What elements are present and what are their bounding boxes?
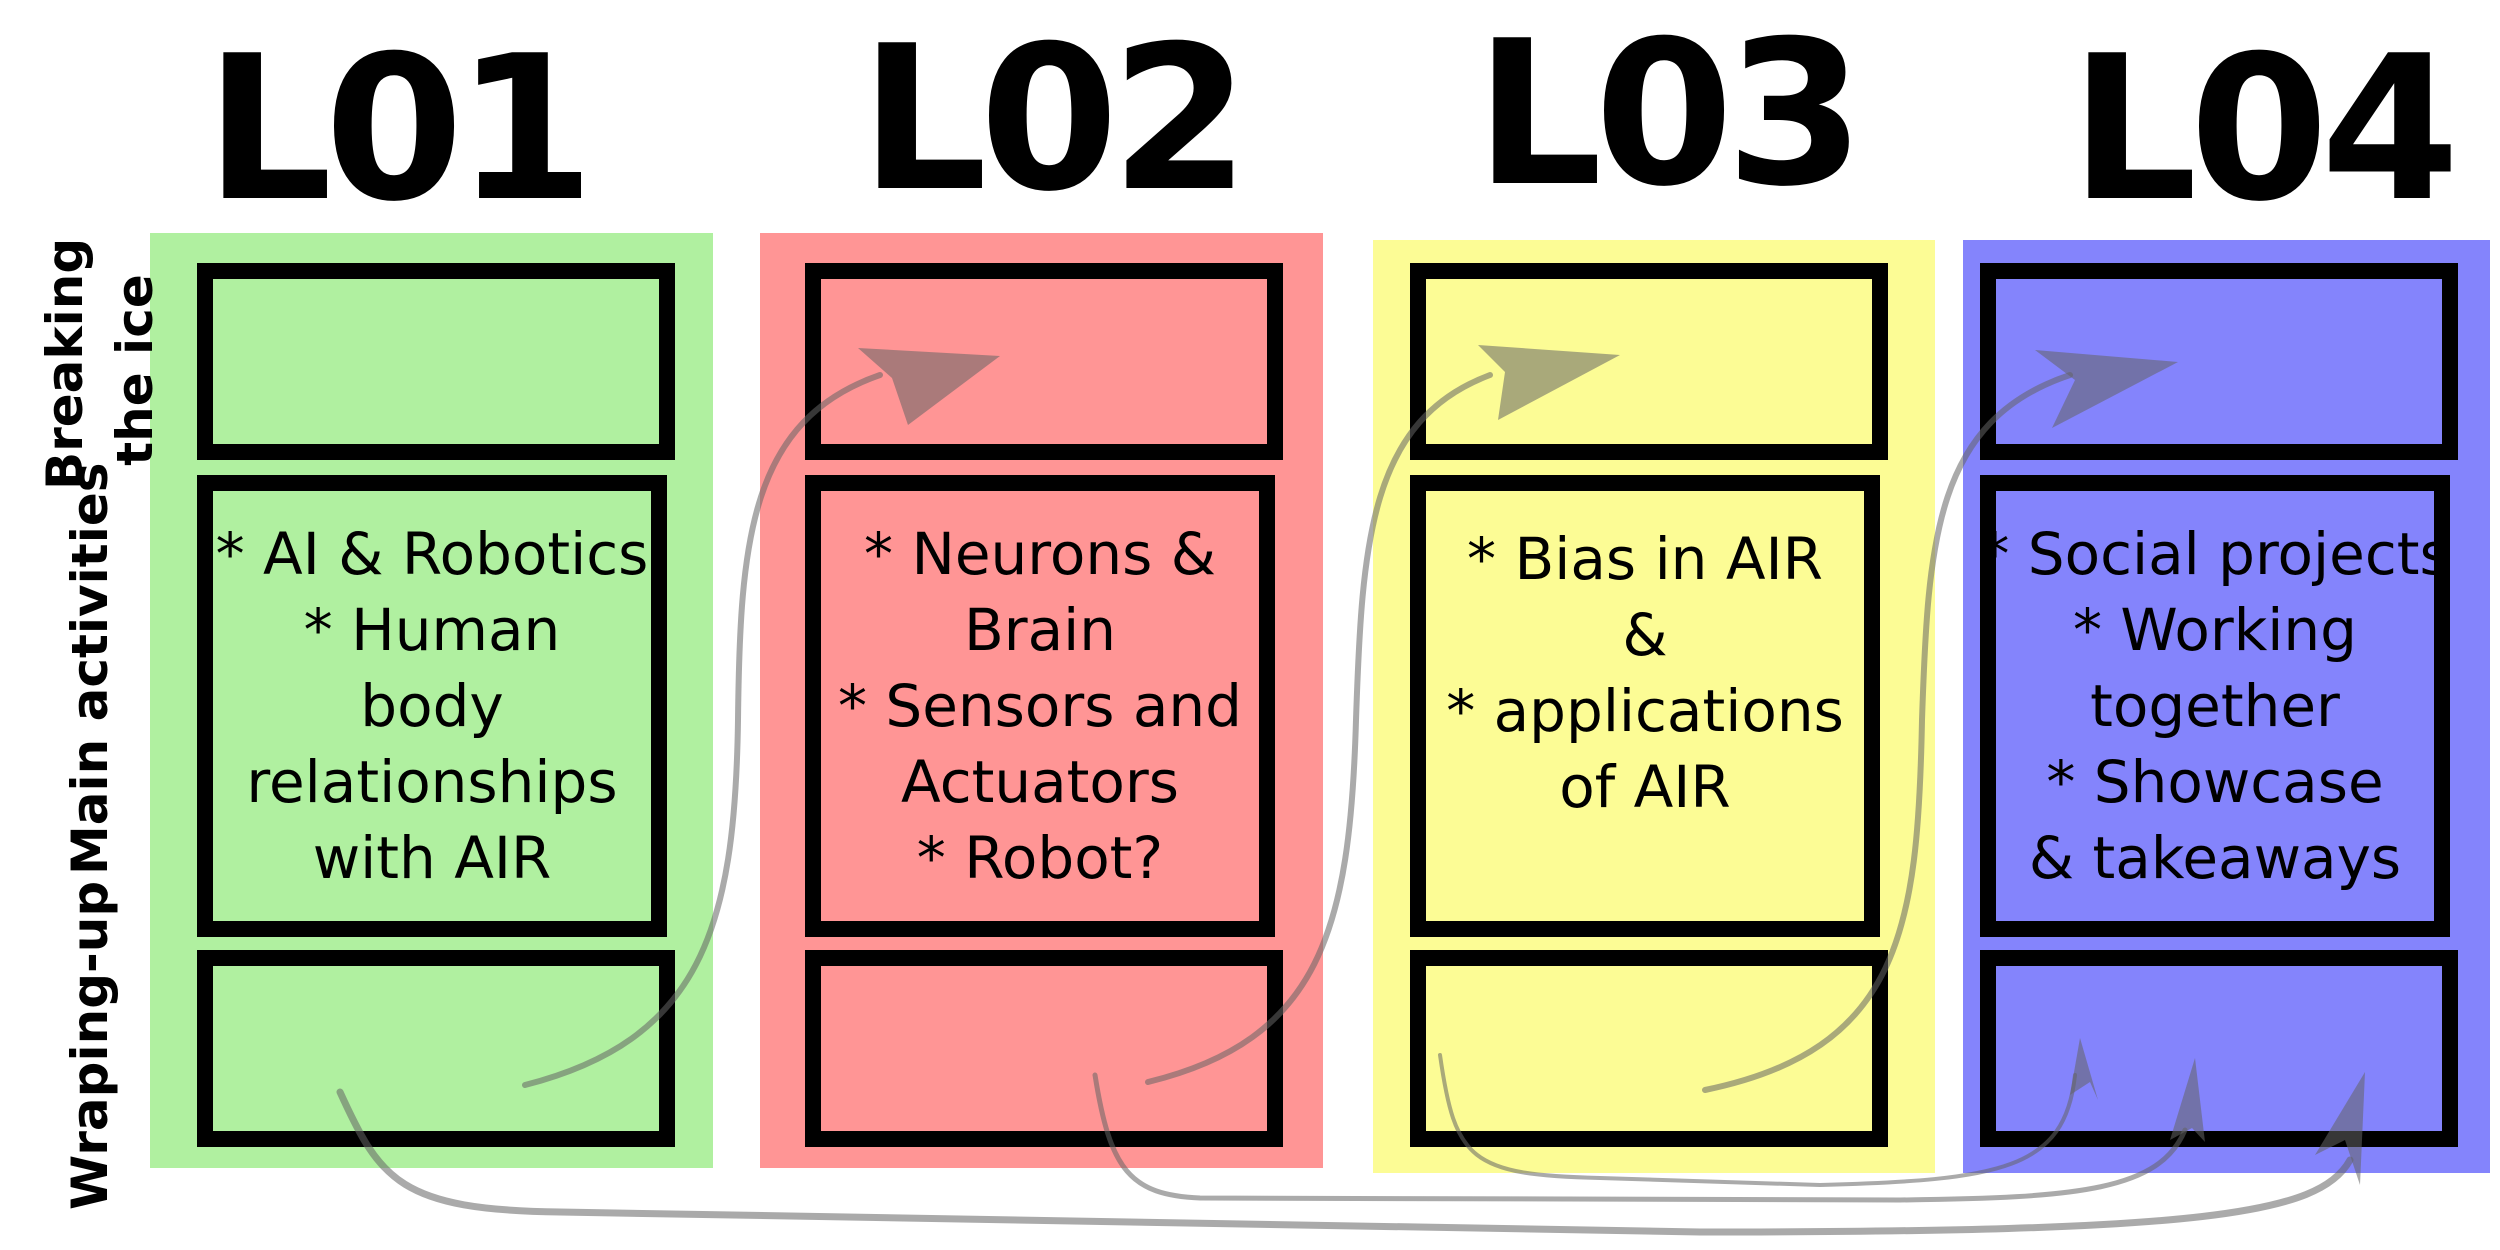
l03-breaking-ice-box	[1410, 263, 1888, 460]
arrow-l01-to-l04-wrapup	[336, 1088, 2354, 1236]
l04-main-activities-text: * Social projects * Working together * S…	[1980, 520, 2450, 892]
l04-main-activities-box: * Social projects * Working together * S…	[1980, 475, 2450, 937]
l01-breaking-ice-box	[197, 263, 675, 460]
l01-main-activities-box: * AI & Robotics * Human body relationshi…	[197, 475, 667, 937]
arrowhead-l03	[1478, 345, 1620, 420]
l02-main-activities-text: * Neurons & Brain * Sensors and Actuator…	[837, 520, 1243, 892]
arrow-l03-to-l04	[1702, 372, 2073, 1093]
l03-main-activities-box: * Bias in AIR & * applications of AIR	[1410, 475, 1880, 937]
l04-wrapup-box	[1980, 950, 2458, 1147]
arrowhead-l04	[2035, 350, 2178, 428]
lesson-title-l01: L01	[205, 13, 595, 246]
column-l04	[1963, 240, 2490, 1173]
lesson-title-l04: L04	[2070, 13, 2460, 246]
column-l01	[150, 233, 713, 1168]
l03-main-activities-text: * Bias in AIR & * applications of AIR	[1446, 525, 1844, 821]
arrow-l01-to-l02	[522, 372, 883, 1088]
arrowhead-l02	[858, 348, 1000, 425]
arrowhead-wrapup-1	[2070, 1038, 2098, 1100]
lesson-title-l03: L03	[1475, 0, 1865, 231]
l04-breaking-ice-box	[1980, 263, 2458, 460]
l01-wrapup-box	[197, 950, 675, 1147]
lesson-title-l02: L02	[860, 3, 1250, 236]
column-l03	[1373, 240, 1935, 1173]
l03-wrapup-box	[1410, 950, 1888, 1147]
l02-wrapup-box	[805, 950, 1283, 1147]
l01-main-activities-text: * AI & Robotics * Human body relationshi…	[215, 520, 649, 892]
arrowhead-wrapup-2	[2170, 1058, 2205, 1142]
arrowhead-wrapup-3	[2315, 1072, 2365, 1185]
arrow-l02-to-l03	[1145, 372, 1493, 1085]
l02-main-activities-box: * Neurons & Brain * Sensors and Actuator…	[805, 475, 1275, 937]
arrow-l02-to-l04-wrapup	[1092, 1072, 2188, 1203]
arrow-l03-to-l04-wrapup	[1438, 1053, 2077, 1188]
l02-breaking-ice-box	[805, 263, 1283, 460]
